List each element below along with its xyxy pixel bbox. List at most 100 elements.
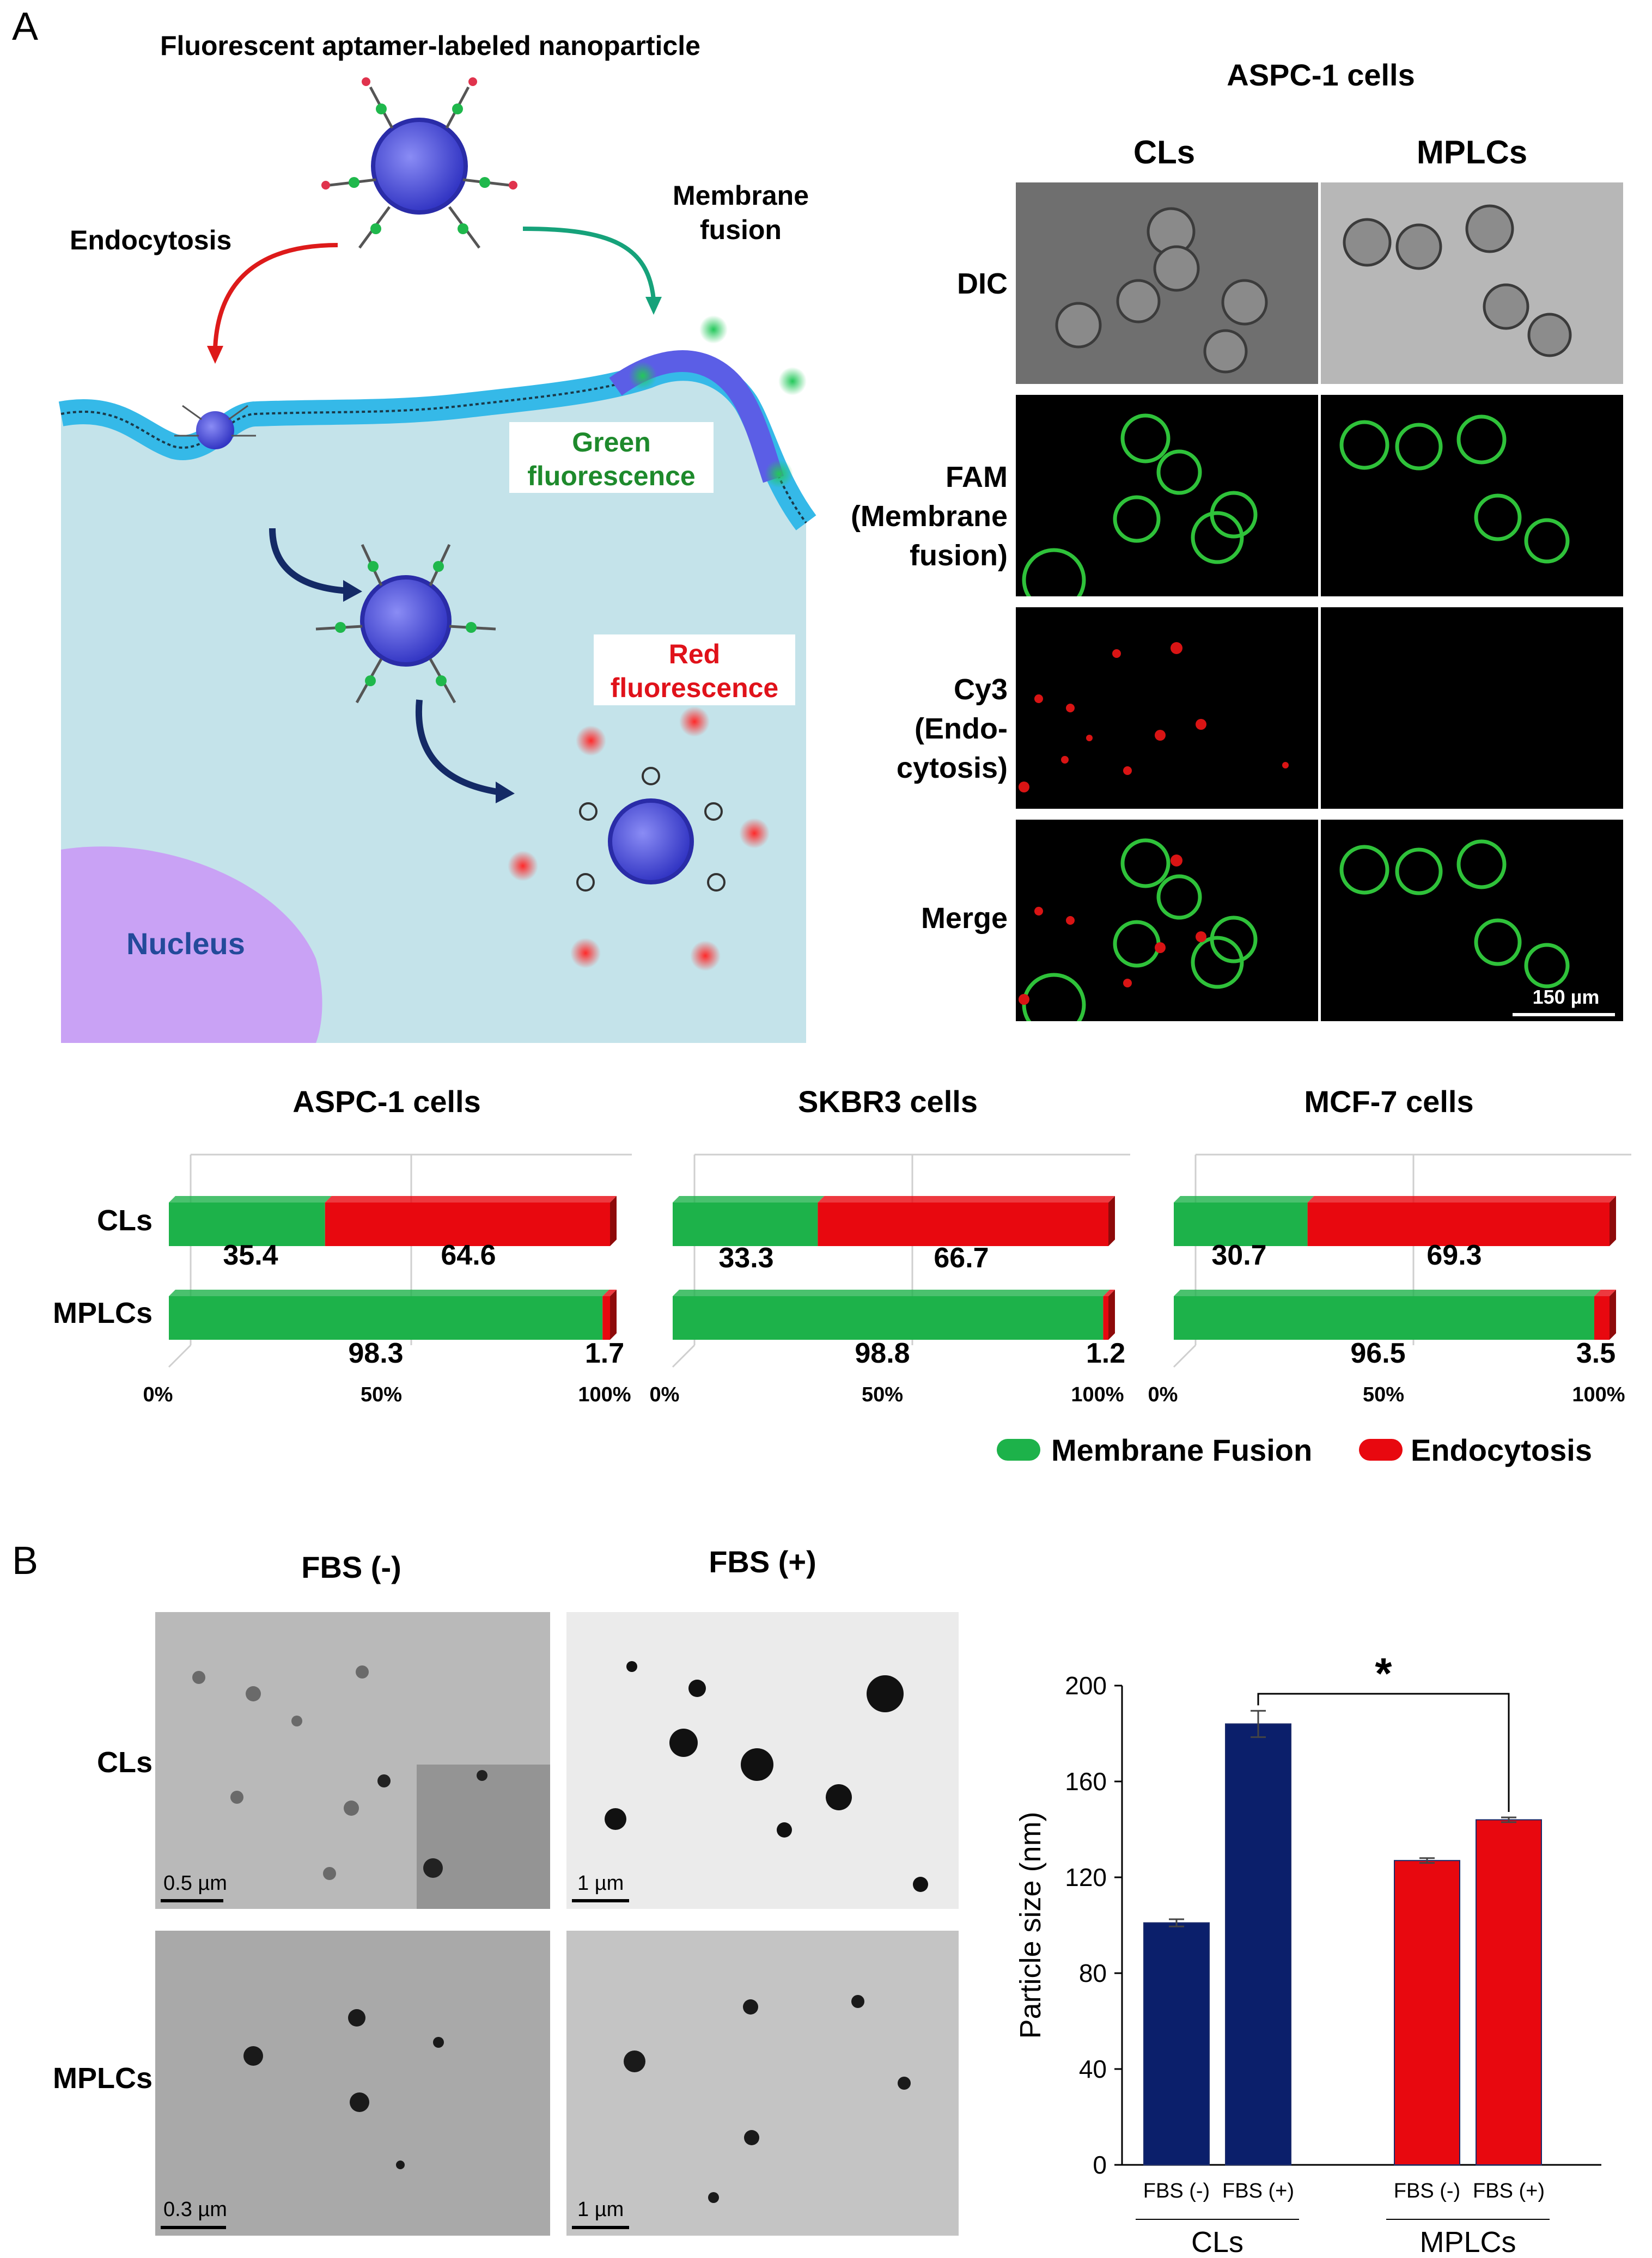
panel-b-letter: B [12,1539,39,1583]
tem-row-label-cls: CLs [96,1746,153,1779]
uptake-bar-aspc1-mplcs-endocytosis [602,1296,610,1340]
column-header-cls: CLs [1133,134,1196,170]
nanoparticle-top [321,77,517,249]
nucleus [61,846,322,1043]
uptake-bar-mcf7-mplcs-endocytosis [1594,1296,1610,1340]
legend-label-endocytosis: Endocytosis [1411,1433,1592,1467]
size-category-label-3: FBS (+) [1473,2180,1545,2202]
size-ytick-label: 200 [1065,1671,1107,1700]
uptake-title-mcf7: MCF-7 cells [1304,1084,1474,1119]
uptake-bar-top-mcf7-mplcs-1 [1594,1290,1616,1296]
nanoparticle-internal [315,544,496,704]
size-y-axis-label: Particle size (nm) [1014,1811,1047,2039]
row-label-fam-3: fusion) [910,539,1008,572]
uptake-bar-mcf7-cls-endocytosis [1307,1203,1610,1246]
uptake-bar-top-skbr3-cls-0 [673,1196,825,1203]
size-ytick-label: 160 [1065,1767,1107,1796]
significance-star: * [1375,1649,1392,1698]
legend-label-fusion: Membrane Fusion [1051,1433,1313,1467]
micrograph-fam-cls [1016,395,1318,596]
schematic-title: Fluorescent aptamer-labeled nanoparticle [160,30,700,61]
tem-scale-1: 0.5 µm [163,1872,227,1895]
uptake-tick-skbr3-50: 50% [861,1383,904,1406]
size-category-label-0: FBS (-) [1143,2180,1210,2202]
uptake-tick-aspc1-0: 0% [143,1383,173,1406]
uptake-row-label-mplcs: MPLCs [52,1297,153,1329]
nanoparticle-endocytosed [174,405,256,449]
size-bar-3 [1476,1819,1542,2165]
size-bar-1 [1225,1723,1291,2165]
uptake-schematic [58,77,816,1043]
uptake-tick-skbr3-100: 100% [1071,1383,1124,1406]
tem-column-header-fbs-neg: FBS (-) [301,1550,401,1584]
uptake-bar-side-skbr3-1 [1108,1290,1115,1340]
size-group-label-0: CLs [1191,2226,1243,2258]
uptake-bar-side-aspc1-0 [610,1196,617,1246]
uptake-tick-skbr3-0: 0% [649,1383,680,1406]
fusion-arrow [522,227,656,300]
uptake-bar-top-aspc1-cls-0 [169,1196,332,1203]
size-category-label-1: FBS (+) [1222,2180,1294,2202]
micrograph-fam-mplcs [1321,395,1623,596]
tem-column-header-fbs-pos: FBS (+) [709,1545,816,1579]
uptake-label-mcf7-mplcs-fusion: 96.5 [1350,1338,1406,1369]
uptake-tick-aspc1-100: 100% [578,1383,631,1406]
micrograph-cy3-cls [1016,607,1318,809]
tem-image-mplcs-fbs-neg [155,1931,550,2236]
significance-bracket [1257,1693,1510,1812]
nucleus-label: Nucleus [126,926,245,961]
uptake-bar-side-mcf7-1 [1610,1290,1616,1340]
uptake-bar-mcf7-mplcs-fusion [1174,1296,1594,1340]
scale-bar-label: 150 µm [1532,986,1600,1008]
row-label-fam-1: FAM [946,461,1008,493]
internal-arrow-2 [415,699,502,796]
row-label-merge: Merge [921,902,1008,935]
uptake-bar-top-mcf7-cls-0 [1174,1196,1314,1203]
uptake-tick-mcf7-50: 50% [1362,1383,1405,1406]
uptake-bar-top-mcf7-mplcs-0 [1174,1290,1601,1296]
uptake-bar-side-mcf7-0 [1610,1196,1616,1246]
uptake-bar-top-skbr3-mplcs-0 [673,1290,1110,1296]
row-label-fam: FAM (Membrane fusion) [790,457,1008,575]
uptake-bar-side-aspc1-1 [610,1290,617,1340]
endocytosis-arrow [213,243,338,349]
tem-image-cls-fbs-pos [566,1612,959,1909]
micrograph-dic-cls [1016,182,1318,384]
uptake-bar-skbr3-cls-fusion [673,1203,818,1246]
size-ytick-label: 80 [1079,1959,1107,1987]
membrane-fusion-label-1: Membrane [672,180,809,211]
uptake-label-skbr3-mplcs-endo: 1.2 [1086,1338,1126,1369]
row-label-cy3-1: Cy3 [953,673,1008,706]
red-fluorescent-dots [508,706,770,971]
uptake-label-skbr3-cls-endo: 66.7 [934,1242,989,1274]
uptake-bar-aspc1-cls-endocytosis [325,1203,610,1246]
uptake-tick-mcf7-0: 0% [1148,1383,1178,1406]
size-ytick-label: 40 [1079,2055,1107,2083]
uptake-title-skbr3: SKBR3 cells [798,1084,978,1119]
uptake-bar-top-aspc1-mplcs-0 [169,1290,609,1296]
row-label-dic: DIC [957,267,1008,300]
uptake-label-skbr3-mplcs-fusion: 98.8 [855,1338,910,1369]
uptake-label-skbr3-cls-fusion: 33.3 [718,1242,774,1274]
green-fluorescence-label-1: Green [572,427,651,457]
tem-image-cls-fbs-neg [155,1612,550,1909]
uptake-bar-top-mcf7-cls-1 [1307,1196,1616,1203]
uptake-bar-top-skbr3-cls-1 [818,1196,1115,1203]
size-bar-2 [1394,1860,1460,2165]
micrograph-cy3-mplcs [1321,607,1623,809]
tem-scale-3: 0.3 µm [163,2198,227,2221]
red-fluorescence-label-1: Red [668,639,721,669]
uptake-row-label-cls: CLs [96,1204,153,1237]
uptake-label-aspc1-mplcs-fusion: 98.3 [348,1338,404,1369]
tem-row-label-mplcs: MPLCs [52,2062,153,2095]
panel-a-letter: A [12,5,39,48]
uptake-label-aspc1-cls-fusion: 35.4 [223,1240,278,1271]
micrograph-merge-cls [1016,820,1318,1021]
uptake-bar-top-skbr3-mplcs-1 [1103,1290,1115,1296]
legend-swatch-fusion [997,1439,1040,1461]
row-label-cy3-2: (Endo- [915,712,1008,745]
green-fluorescent-dots [629,315,807,488]
size-category-label-2: FBS (-) [1394,2180,1460,2202]
uptake-bar-skbr3-mplcs-endocytosis [1103,1296,1108,1340]
uptake-label-aspc1-cls-endo: 64.6 [441,1240,496,1271]
